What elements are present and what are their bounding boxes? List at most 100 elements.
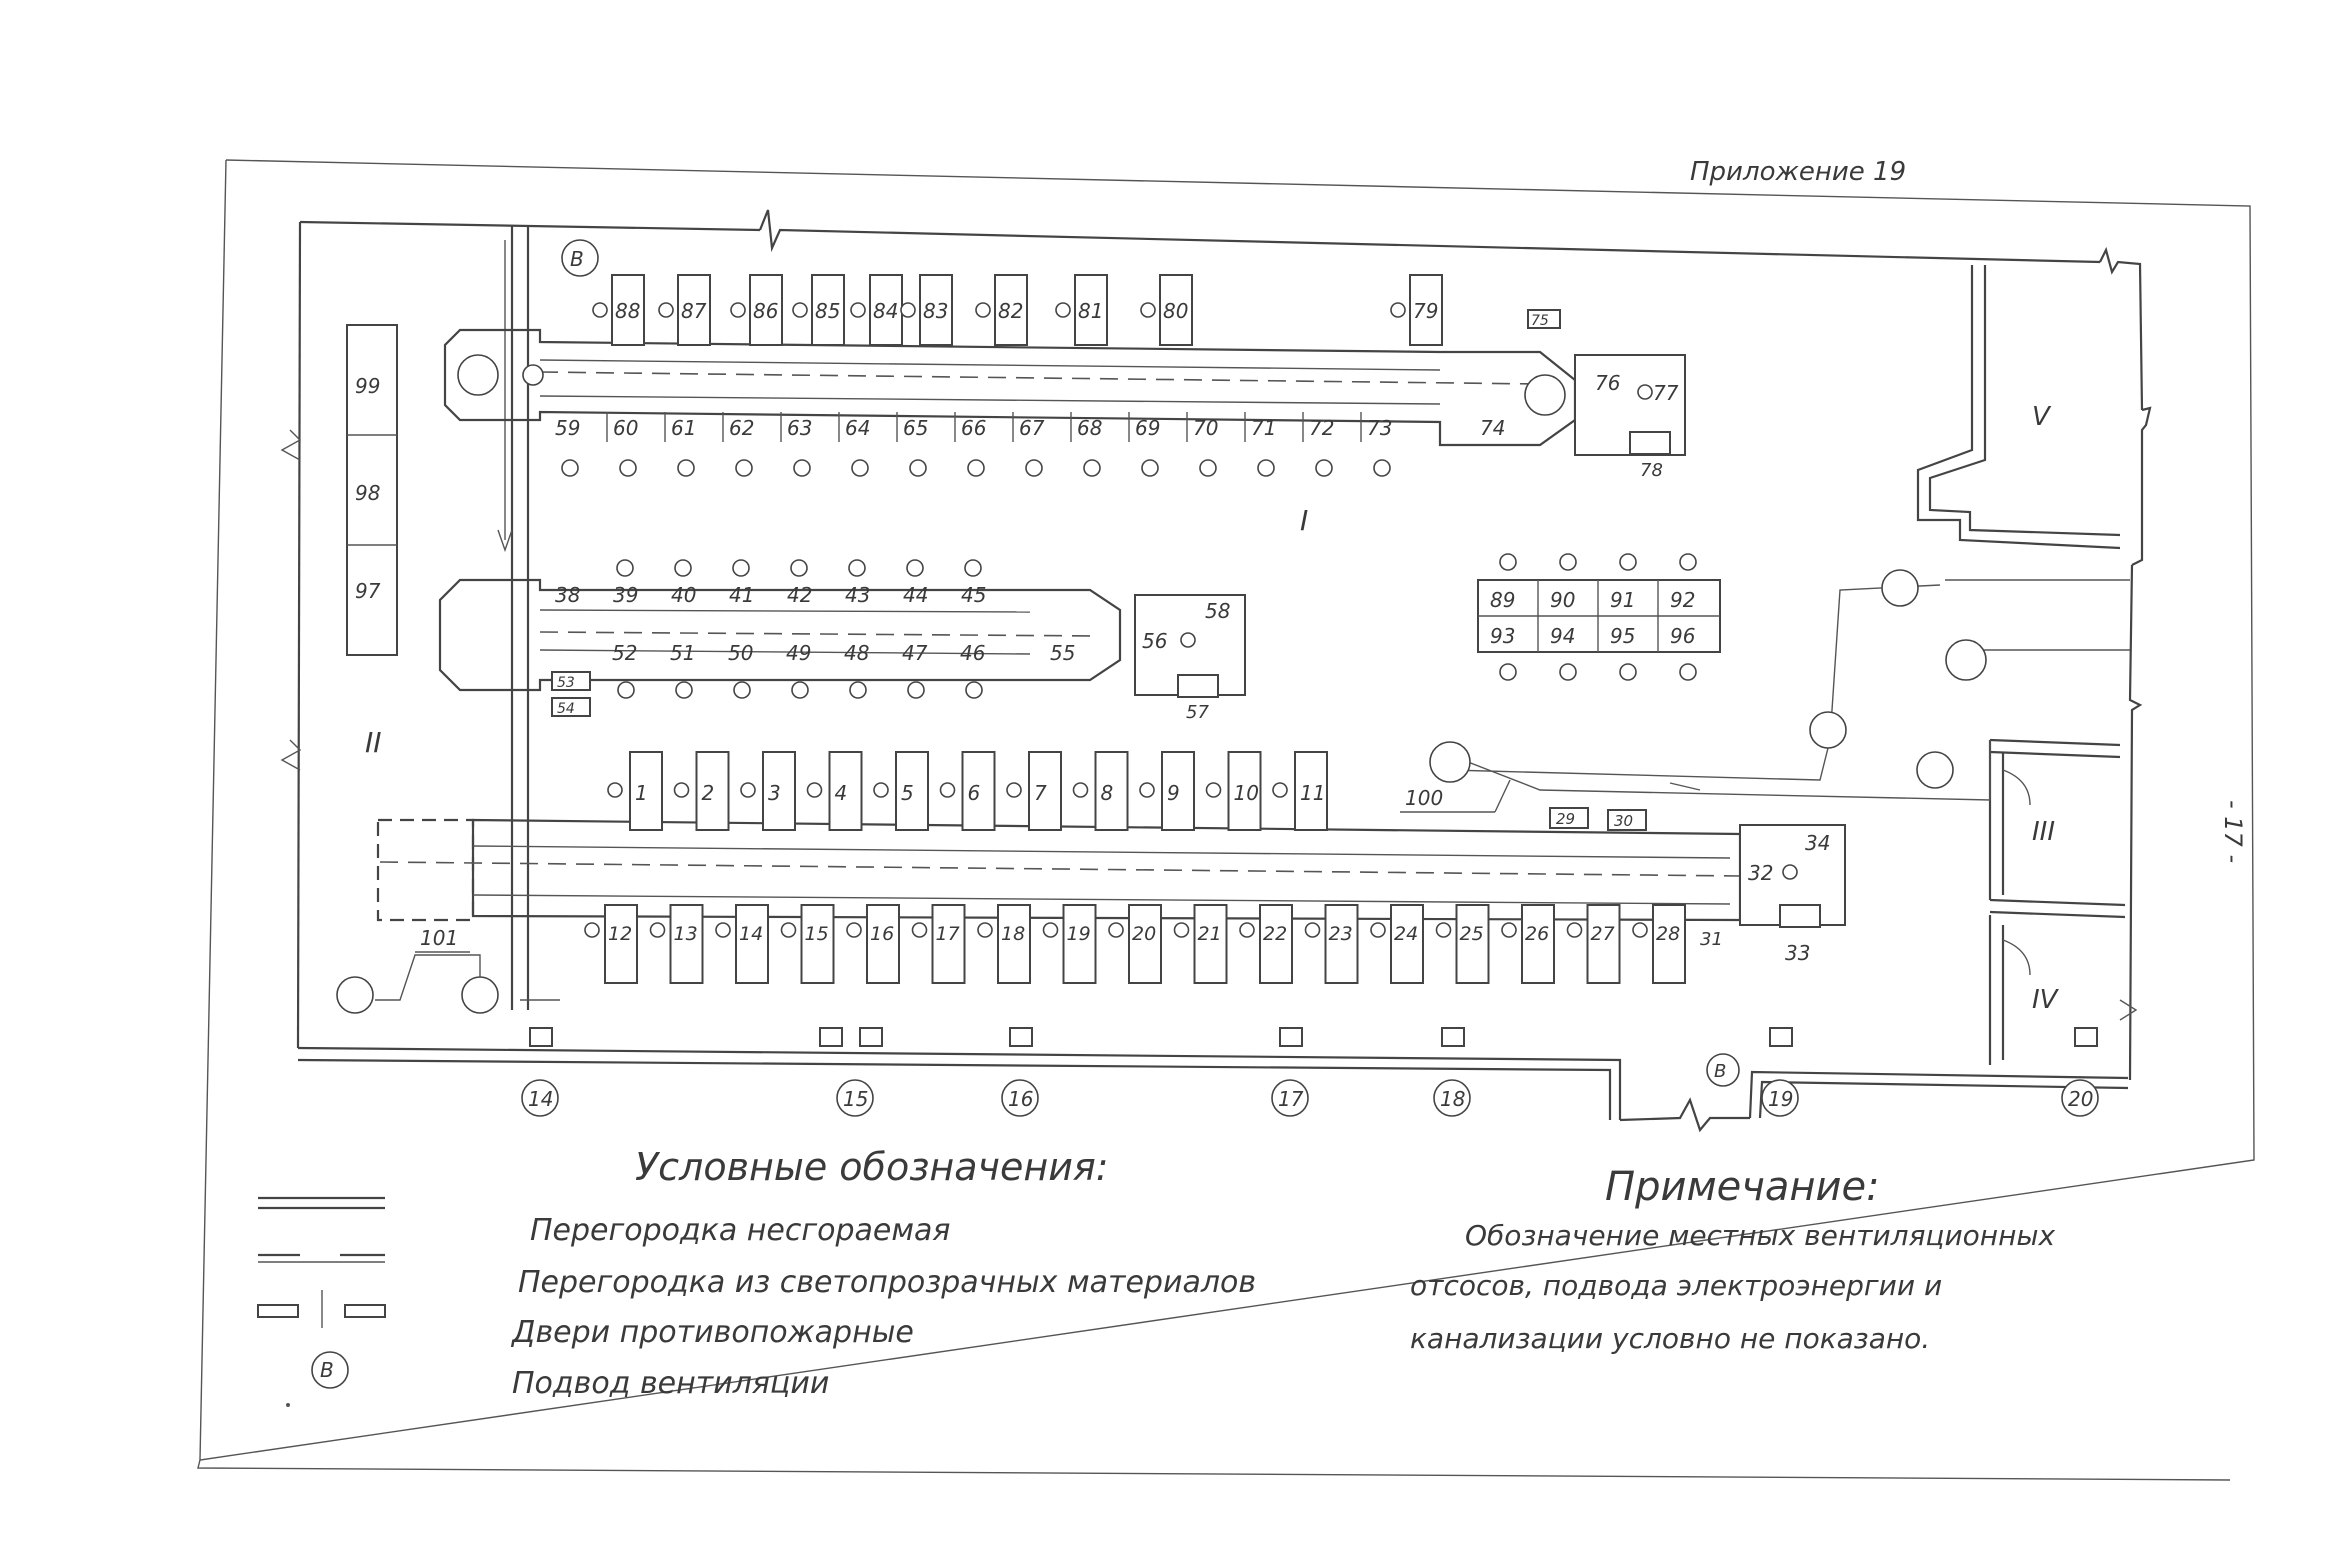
workstation-box — [735, 904, 769, 984]
workstation-label: 14 — [739, 923, 763, 945]
vent-marker-circle — [561, 239, 599, 277]
workstation-box — [1294, 751, 1328, 831]
workstation-box — [677, 274, 711, 346]
worker-dot — [851, 459, 869, 477]
middle-production-line: 55 56 58 57 53 54 — [438, 578, 1246, 723]
label-33: 33 — [1785, 941, 1810, 965]
worker-dot — [911, 922, 928, 938]
legend-title: Условные обозначения: — [635, 1145, 1109, 1189]
workstation-box — [1409, 274, 1443, 346]
workstation-label: 50 — [728, 641, 753, 665]
workstation-box — [1159, 274, 1193, 346]
workstation-label: 27 — [1591, 923, 1615, 945]
worker-dot — [674, 559, 692, 577]
legend: Условные обозначения: В Перегородка несг… — [257, 1145, 1256, 1407]
note-line-2: отсосов, подвода электроэнергии и — [1410, 1269, 1942, 1302]
worker-dot — [873, 782, 889, 798]
axis-label: 19 — [1768, 1087, 1793, 1111]
worker-dot — [1370, 922, 1386, 938]
workstation-label: 42 — [787, 583, 812, 607]
worker-dot — [730, 302, 746, 318]
label-78: 78 — [1640, 460, 1663, 481]
workstation-label: 79 — [1413, 299, 1438, 323]
workstation-label: 71 — [1251, 416, 1276, 440]
workstation-label: 62 — [729, 416, 754, 440]
label-29: 29 — [1556, 810, 1575, 828]
note: Примечание: Обозначение местных вентиляц… — [1410, 1164, 2056, 1355]
worker-dot — [1559, 553, 1577, 571]
workstation-box — [800, 904, 835, 984]
label-75: 75 — [1531, 313, 1549, 329]
workstation-label: 70 — [1193, 416, 1218, 440]
workstation-label: 18 — [1001, 923, 1025, 945]
worker-dot — [1239, 922, 1255, 938]
workstation-label: 5 — [901, 781, 914, 805]
appendix-label: Приложение 19 — [1690, 157, 1906, 187]
grid-label: 90 — [1550, 588, 1575, 612]
worker-dot — [791, 681, 809, 699]
workstation-label: 8 — [1101, 781, 1114, 805]
column-pad — [529, 1027, 553, 1047]
label-55: 55 — [1050, 641, 1075, 665]
zone-IV: IV — [2032, 985, 2060, 1015]
axis-marker — [2061, 1079, 2099, 1117]
legend-item-vent-supply: Подвод вентиляции — [512, 1366, 829, 1401]
workstation-label: 52 — [612, 641, 637, 665]
workstation-box — [611, 274, 645, 346]
workstation-label: 11 — [1300, 781, 1325, 805]
workbench-grid — [1477, 579, 1721, 653]
vent-marker-top: В — [570, 247, 584, 271]
label-53: 53 — [557, 675, 575, 691]
workstation-box — [1193, 904, 1228, 984]
workstation-label: 1 — [635, 781, 648, 805]
zone-II: II — [365, 726, 382, 759]
worker-dot — [1272, 782, 1288, 798]
workstation-box — [866, 904, 900, 984]
workstation-box — [961, 751, 996, 831]
worker-dot — [780, 922, 797, 938]
workstation-label: 59 — [555, 416, 580, 440]
axis-marker — [521, 1079, 559, 1117]
worker-dot — [1373, 459, 1391, 477]
worker-dot — [1108, 922, 1124, 938]
workstation-box — [1259, 904, 1293, 984]
workstation-label: 19 — [1067, 923, 1091, 945]
worker-dot — [900, 302, 916, 318]
worker-dot — [1140, 302, 1156, 318]
workstation-label: 48 — [844, 641, 869, 665]
workstation-label: 43 — [845, 583, 870, 607]
worker-dot — [1042, 922, 1059, 938]
worker-dot — [793, 459, 811, 477]
lower-production-line: 32 34 33 31 29 30 101 — [336, 807, 1846, 1014]
workstation-box — [629, 751, 663, 831]
worker-dot — [1499, 553, 1517, 571]
worker-dot — [1257, 459, 1275, 477]
worker-dot — [1390, 302, 1406, 318]
workstation-label: 7 — [1034, 781, 1047, 805]
workstation-label: 46 — [960, 641, 985, 665]
workstation-label: 40 — [671, 583, 696, 607]
worker-dot — [658, 302, 674, 318]
workstation-label: 6 — [968, 781, 981, 805]
note-title: Примечание: — [1605, 1164, 1880, 1210]
label-34: 34 — [1805, 831, 1830, 855]
workstation-label: 39 — [613, 583, 638, 607]
worker-dot — [1679, 553, 1697, 571]
grid-label: 91 — [1610, 588, 1635, 612]
column-pad — [1769, 1027, 1793, 1047]
legend-vent-symbol: В — [320, 1358, 334, 1382]
workstation-label: 84 — [873, 299, 898, 323]
workstation-label: 61 — [671, 416, 696, 440]
workstation-label: 87 — [681, 299, 707, 323]
vent-marker-circle — [1706, 1053, 1740, 1087]
workstation-label: 26 — [1525, 923, 1549, 945]
workstation-label: 81 — [1078, 299, 1103, 323]
worker-dot — [939, 782, 956, 798]
worker-dot — [907, 681, 925, 699]
axis-label: 18 — [1440, 1087, 1465, 1111]
workstation-label: 85 — [815, 299, 840, 323]
